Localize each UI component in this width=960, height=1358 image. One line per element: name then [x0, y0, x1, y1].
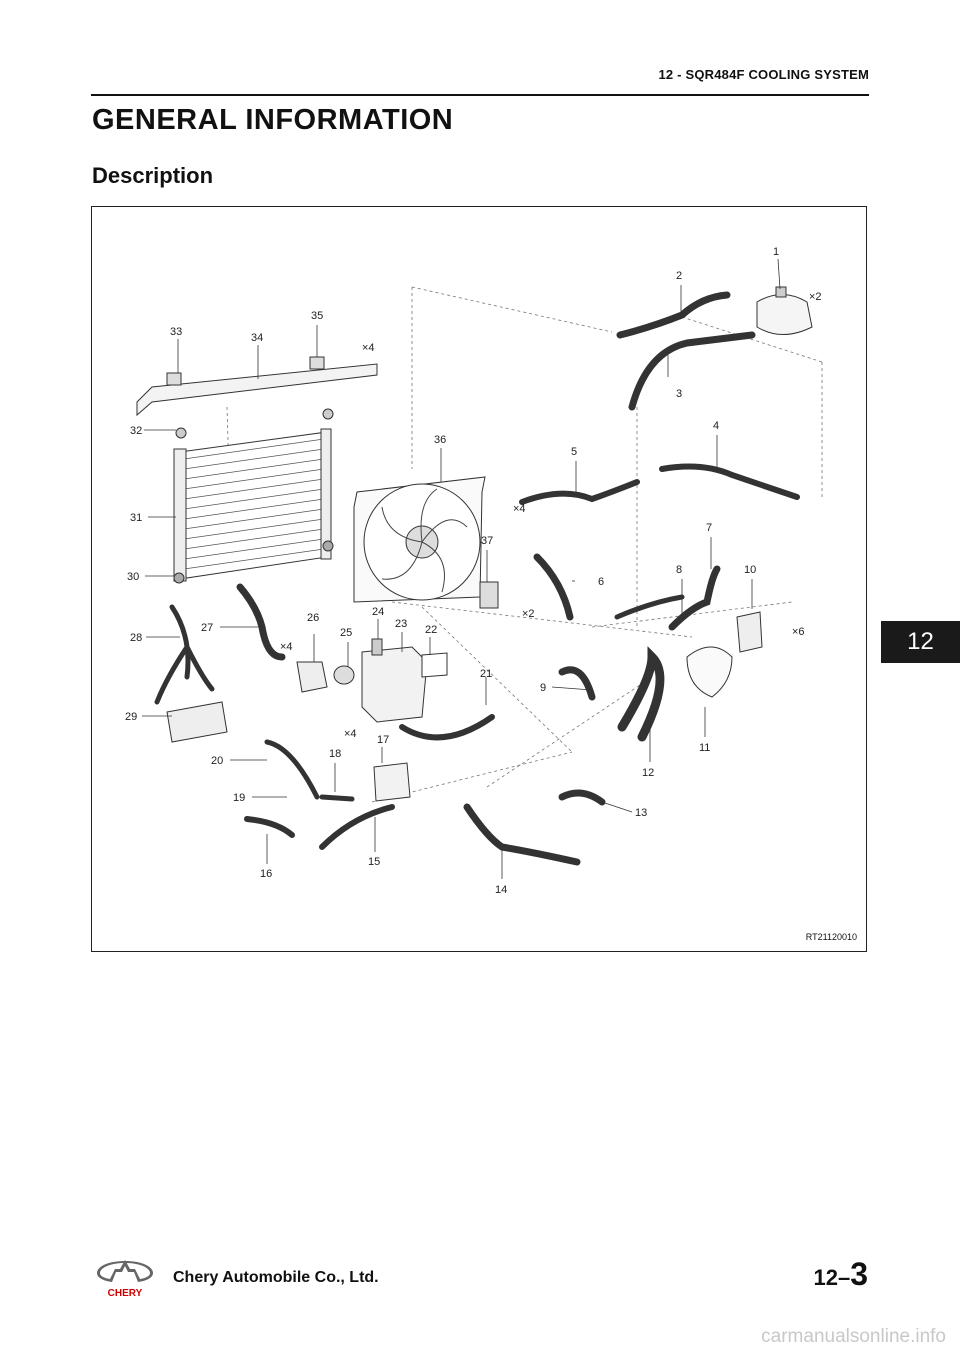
company-name: Chery Automobile Co., Ltd. — [173, 1269, 379, 1286]
callout-label: 19 — [233, 792, 245, 804]
header-rule — [91, 94, 869, 96]
callout-label: 7 — [706, 522, 712, 534]
callout-label: 3 — [676, 388, 682, 400]
callout-label: 25 — [340, 627, 352, 639]
callout-label: 2 — [676, 270, 682, 282]
callout-label: 1 — [773, 246, 779, 258]
page-number: 12–3 — [813, 1256, 868, 1293]
callout-label: 24 — [372, 606, 384, 618]
page-num: 3 — [850, 1256, 868, 1292]
cooling-system-diagram: ×2 ×4 ×4 ×2 ×6 ×4 ×4 1 2 3 4 5 6 7 8 9 1… — [125, 246, 823, 896]
callout-label: 14 — [495, 884, 507, 896]
page-title: GENERAL INFORMATION — [92, 104, 454, 136]
callout-label: 27 — [201, 622, 213, 634]
section-header: 12 - SQR484F COOLING SYSTEM — [658, 67, 869, 82]
section-subtitle: Description — [92, 163, 214, 188]
callout-label: 26 — [307, 612, 319, 624]
qty-mark: ×4 — [362, 342, 375, 354]
qty-mark: ×4 — [344, 728, 357, 740]
page-section: 12– — [813, 1265, 851, 1290]
callout-label: 31 — [130, 512, 142, 524]
callout-label: 17 — [377, 734, 389, 746]
chery-logo-icon: CHERY — [97, 1260, 153, 1298]
brand-text: CHERY — [108, 1288, 143, 1298]
figure-code: RT21120010 — [805, 932, 857, 942]
callout-label: 4 — [713, 420, 719, 432]
callout-label: 23 — [395, 618, 407, 630]
callout-label: 12 — [642, 767, 654, 779]
callout-label: 9 — [540, 682, 546, 694]
callout-label: 11 — [699, 742, 710, 754]
callout-label: 15 — [368, 856, 380, 868]
qty-mark: ×6 — [792, 626, 805, 638]
callout-label: 16 — [260, 868, 272, 880]
callout-label: 10 — [744, 564, 756, 576]
watermark: carmanualsonline.info — [761, 1326, 946, 1347]
callout-label: 37 — [481, 535, 493, 547]
qty-mark: ×4 — [280, 641, 293, 653]
callout-label: 30 — [127, 571, 139, 583]
callout-label: 34 — [251, 332, 263, 344]
callout-label: 6 — [598, 576, 604, 588]
qty-mark: ×4 — [513, 503, 526, 515]
callout-label: 22 — [425, 624, 437, 636]
callout-label: 21 — [480, 668, 492, 680]
callout-label: 32 — [130, 425, 142, 437]
callout-label: 33 — [170, 326, 182, 338]
callout-label: 8 — [676, 564, 682, 576]
figure-frame: ×2 ×4 ×4 ×2 ×6 ×4 ×4 1 2 3 4 5 6 7 8 9 1… — [91, 206, 867, 952]
qty-mark: ×2 — [809, 291, 822, 303]
callout-label: 20 — [211, 755, 223, 767]
callout-label: 35 — [311, 310, 323, 322]
callout-label: 18 — [329, 748, 341, 760]
callout-label: 29 — [125, 711, 137, 723]
qty-mark: ×2 — [522, 608, 535, 620]
callout-label: 28 — [130, 632, 142, 644]
callout-label: 5 — [571, 446, 577, 458]
callout-label: 36 — [434, 434, 446, 446]
chapter-tab: 12 — [881, 621, 960, 663]
callout-label: 13 — [635, 807, 647, 819]
